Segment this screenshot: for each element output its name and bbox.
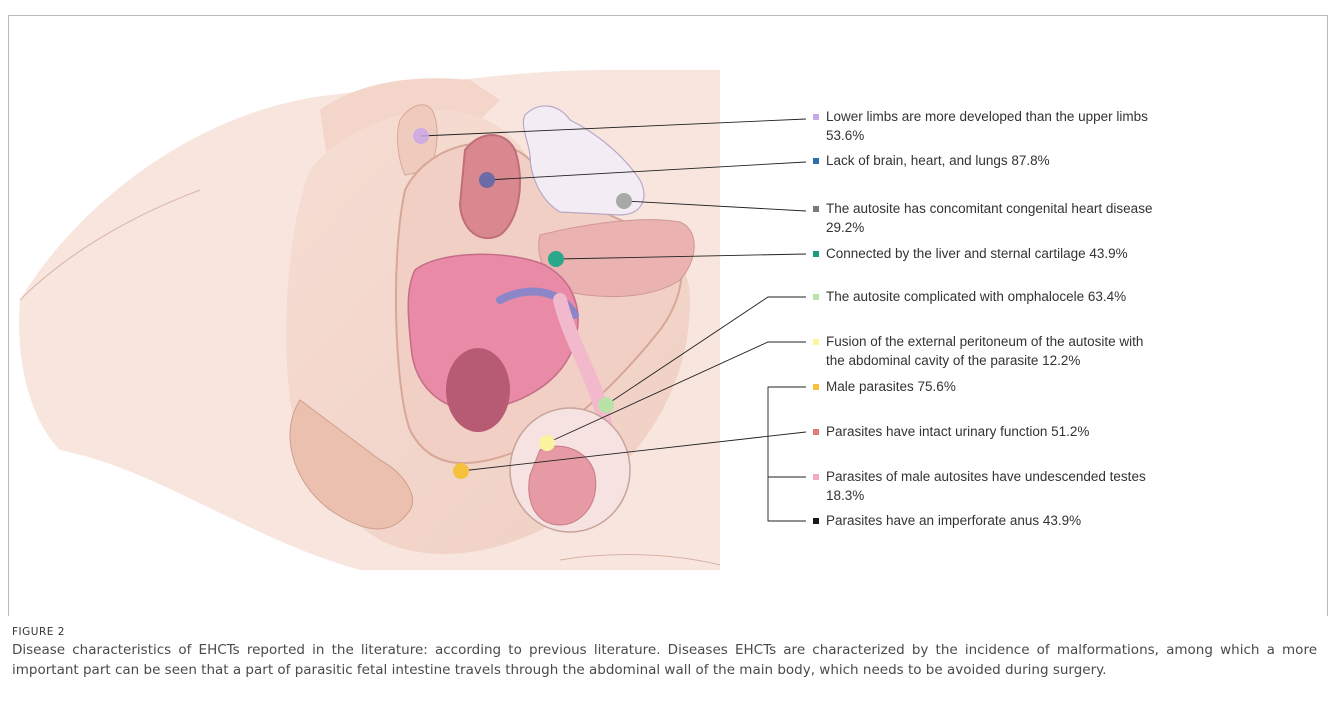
legend-line: Parasites have intact urinary function 5… [826, 422, 1256, 441]
legend-line: Parasites of male autosites have undesce… [826, 467, 1256, 486]
legend-line: Male parasites 75.6% [826, 377, 1256, 396]
legend-line: The autosite complicated with omphalocel… [826, 287, 1256, 306]
legend-line: Parasites have an imperforate anus 43.9% [826, 511, 1256, 530]
legend-line: Fusion of the external peritoneum of the… [826, 332, 1256, 351]
legend-swatch [813, 158, 819, 164]
legend-item-lack-organs: Lack of brain, heart, and lungs 87.8% [826, 151, 1256, 170]
bladder-organ [446, 348, 510, 432]
legend-item-urinary-function: Parasites have intact urinary function 5… [826, 422, 1256, 441]
omphalocele-marker [598, 397, 614, 413]
legend-swatch [813, 294, 819, 300]
legend-line: 53.6% [826, 126, 1256, 145]
legend-item-omphalocele: The autosite complicated with omphalocel… [826, 287, 1256, 306]
legend-line: 29.2% [826, 218, 1256, 237]
legend-item-male-parasites: Male parasites 75.6% [826, 377, 1256, 396]
legend-line: Lack of brain, heart, and lungs 87.8% [826, 151, 1256, 170]
legend-swatch [813, 114, 819, 120]
legend-swatch [813, 339, 819, 345]
legend-item-peritoneum-fusion: Fusion of the external peritoneum of the… [826, 332, 1256, 370]
legend-swatch [813, 384, 819, 390]
legend-line: 18.3% [826, 486, 1256, 505]
legend-line: Lower limbs are more developed than the … [826, 107, 1256, 126]
brain-marker [479, 172, 495, 188]
legend-swatch [813, 474, 819, 480]
legend-swatch [813, 518, 819, 524]
legend-swatch [813, 429, 819, 435]
figure-caption: Disease characteristics of EHCTs reporte… [12, 640, 1317, 680]
peritoneum-marker [539, 435, 555, 451]
legend-swatch [813, 251, 819, 257]
parasite-organ [529, 446, 596, 525]
heart-marker [616, 193, 632, 209]
legend-line: The autosite has concomitant congenital … [826, 199, 1256, 218]
legend-item-undescended-testes: Parasites of male autosites have undesce… [826, 467, 1256, 505]
legend-item-lower-limbs: Lower limbs are more developed than the … [826, 107, 1256, 145]
legend-item-liver-connection: Connected by the liver and sternal carti… [826, 244, 1256, 263]
male-parasite-marker [453, 463, 469, 479]
legend-item-heart-disease: The autosite has concomitant congenital … [826, 199, 1256, 237]
legend-line: Connected by the liver and sternal carti… [826, 244, 1256, 263]
legend-item-imperforate-anus: Parasites have an imperforate anus 43.9% [826, 511, 1256, 530]
legend-line: the abdominal cavity of the parasite 12.… [826, 351, 1256, 370]
lower-limb-marker [413, 128, 429, 144]
legend-swatch [813, 206, 819, 212]
liver-marker [548, 251, 564, 267]
legend-swatches [813, 114, 819, 524]
figure-label: FIGURE 2 [12, 626, 65, 638]
